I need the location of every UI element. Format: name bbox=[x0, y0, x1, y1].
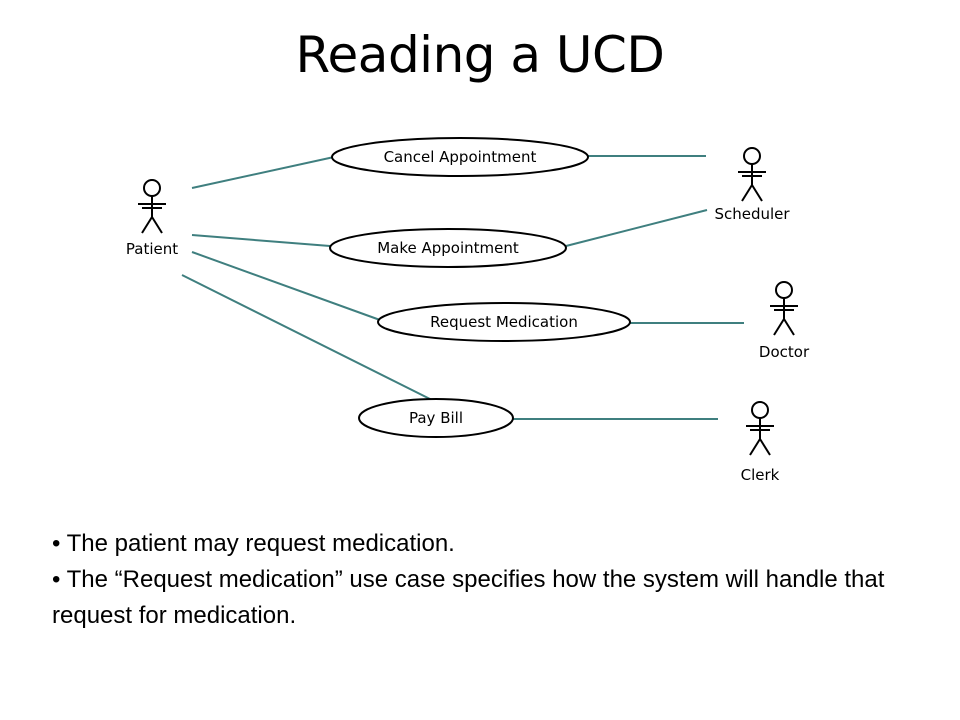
association-scheduler-make bbox=[565, 209, 708, 247]
bullet-list: • The patient may request medication. • … bbox=[52, 526, 912, 634]
association-patient-pay bbox=[181, 274, 433, 401]
association-patient-cancel bbox=[191, 156, 335, 189]
actor-scheduler: Scheduler bbox=[714, 147, 790, 223]
use-case-cancel-label: Cancel Appointment bbox=[384, 148, 537, 166]
stick-figure-icon bbox=[138, 179, 166, 234]
association-patient-make bbox=[191, 234, 331, 247]
actor-patient-label: Patient bbox=[126, 240, 178, 258]
slide-title: Reading a UCD bbox=[295, 26, 665, 84]
use-case-pay-label: Pay Bill bbox=[409, 409, 463, 427]
actor-patient: Patient bbox=[126, 179, 178, 258]
bullet-item: • The patient may request medication. bbox=[52, 530, 455, 557]
association-patient-request bbox=[191, 251, 381, 321]
use-case-cancel-appointment: Cancel Appointment bbox=[331, 137, 589, 177]
use-case-request-label: Request Medication bbox=[430, 313, 578, 331]
actor-clerk: Clerk bbox=[741, 401, 780, 484]
actor-doctor: Doctor bbox=[759, 281, 810, 361]
bullet-item: • The “Request medication” use case spec… bbox=[52, 566, 885, 629]
use-case-make-label: Make Appointment bbox=[377, 239, 519, 257]
use-case-make-appointment: Make Appointment bbox=[329, 228, 567, 268]
actor-scheduler-label: Scheduler bbox=[714, 205, 790, 223]
stick-figure-icon bbox=[738, 147, 766, 202]
actor-doctor-label: Doctor bbox=[759, 343, 810, 361]
stick-figure-icon bbox=[770, 281, 798, 336]
use-case-pay-bill: Pay Bill bbox=[358, 398, 514, 438]
stick-figure-icon bbox=[746, 401, 774, 456]
actor-clerk-label: Clerk bbox=[741, 466, 780, 484]
use-case-request-medication: Request Medication bbox=[377, 302, 631, 342]
